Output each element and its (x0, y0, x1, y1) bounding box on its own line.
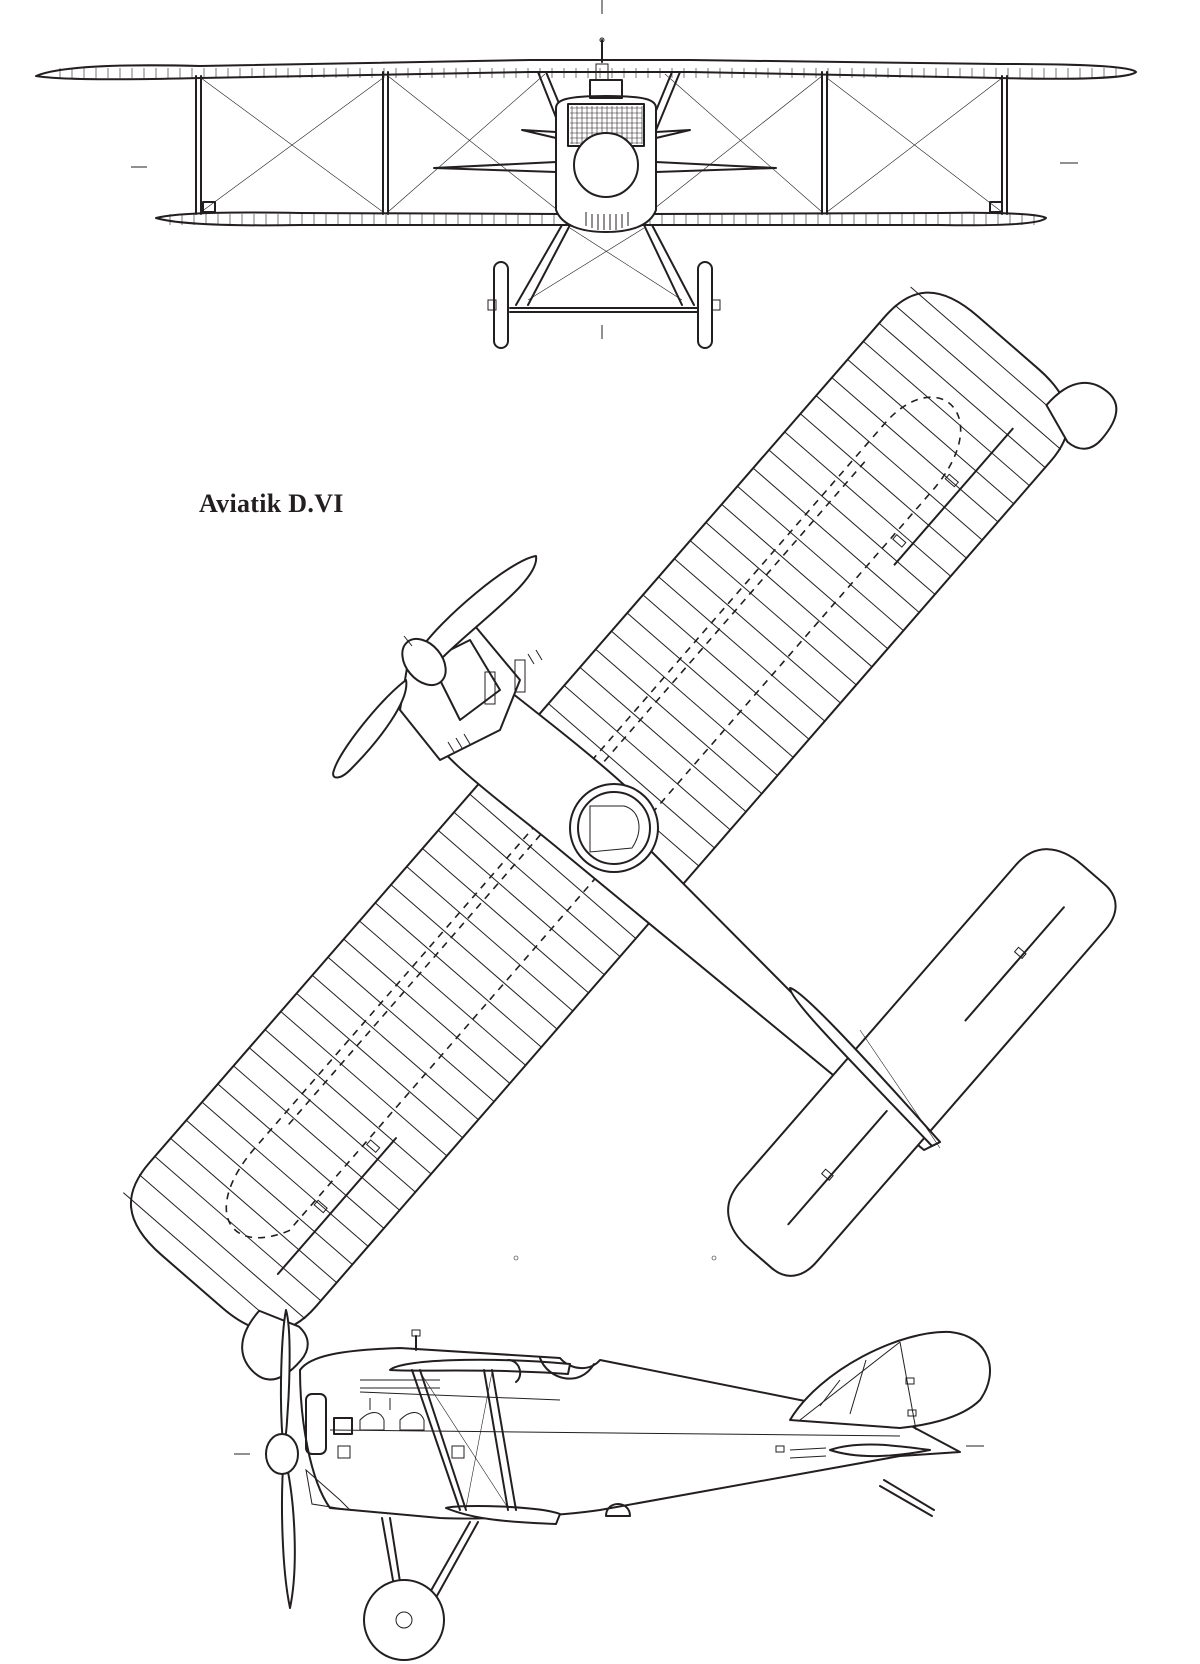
top-view (123, 286, 1118, 1381)
rib-line (800, 413, 967, 559)
rib-line (894, 304, 1062, 450)
front-view (35, 0, 1137, 349)
rib-line (689, 540, 857, 686)
rib-line (548, 703, 715, 849)
rib-line (611, 630, 778, 776)
rib-line (217, 1083, 385, 1229)
rib-line (752, 467, 920, 613)
rib-line (737, 485, 904, 631)
upper-wing-front (35, 59, 1137, 81)
rib-line (248, 1047, 416, 1193)
rib-line (831, 377, 999, 523)
wheel-left (493, 261, 509, 349)
struts-side (411, 1359, 522, 1511)
rib-line (784, 431, 952, 577)
rib-line (390, 884, 558, 1030)
rib-line (138, 1174, 306, 1320)
rib-line (154, 1156, 322, 1302)
rib-line (374, 902, 542, 1048)
rib-line (705, 522, 873, 668)
rib-line (296, 993, 463, 1139)
rib-line (327, 956, 495, 1102)
rib-line (642, 594, 810, 740)
rib-line (280, 1011, 448, 1157)
rib-line (674, 558, 841, 704)
wheel-side (363, 1579, 445, 1661)
propeller-top (332, 555, 538, 779)
fuselage-front (433, 37, 777, 233)
undercarriage-side (363, 1517, 479, 1661)
bracing-wires (200, 73, 1003, 213)
drawing-title: Aviatik D.VI (199, 489, 344, 518)
rib-line (595, 648, 763, 794)
rib-line (658, 576, 826, 722)
engine-side (305, 1379, 465, 1511)
rib-line (768, 449, 936, 595)
tailplane-top (727, 848, 1117, 1277)
rib-line (264, 1029, 432, 1175)
rib-line (186, 1119, 353, 1265)
rib-line (343, 938, 511, 1084)
stabilizer-side (829, 1443, 931, 1458)
rib-line (201, 1101, 369, 1247)
interplane-struts (195, 71, 1008, 215)
rib-line (437, 830, 605, 976)
rib-line (847, 359, 1014, 505)
cockpit-side (539, 1357, 595, 1380)
side-view (234, 1255, 991, 1661)
rib-line (626, 612, 794, 758)
rib-line (469, 793, 637, 939)
fin-side (789, 1330, 991, 1429)
rib-line (863, 340, 1030, 487)
wheel-right (697, 261, 713, 349)
undercarriage-front (487, 224, 721, 349)
rib-line (406, 866, 574, 1012)
rib-line (721, 503, 889, 650)
rib-line (233, 1065, 400, 1211)
rib-line (359, 920, 526, 1066)
upper-wing-ribs (59, 68, 1117, 78)
fin-top (789, 987, 941, 1147)
upper-wing-side (389, 1358, 571, 1375)
rib-line (311, 974, 479, 1121)
rib-line (422, 848, 589, 994)
propeller-hub-front (573, 132, 639, 198)
rib-line (878, 322, 1046, 468)
rib-line (453, 811, 621, 957)
lower-wing-side (445, 1505, 561, 1525)
propeller-side (265, 1309, 299, 1609)
rib-line (563, 685, 731, 831)
cockpit-ring (569, 783, 659, 873)
rib-line (579, 667, 747, 813)
rib-line (170, 1137, 337, 1284)
rib-line (815, 395, 983, 541)
